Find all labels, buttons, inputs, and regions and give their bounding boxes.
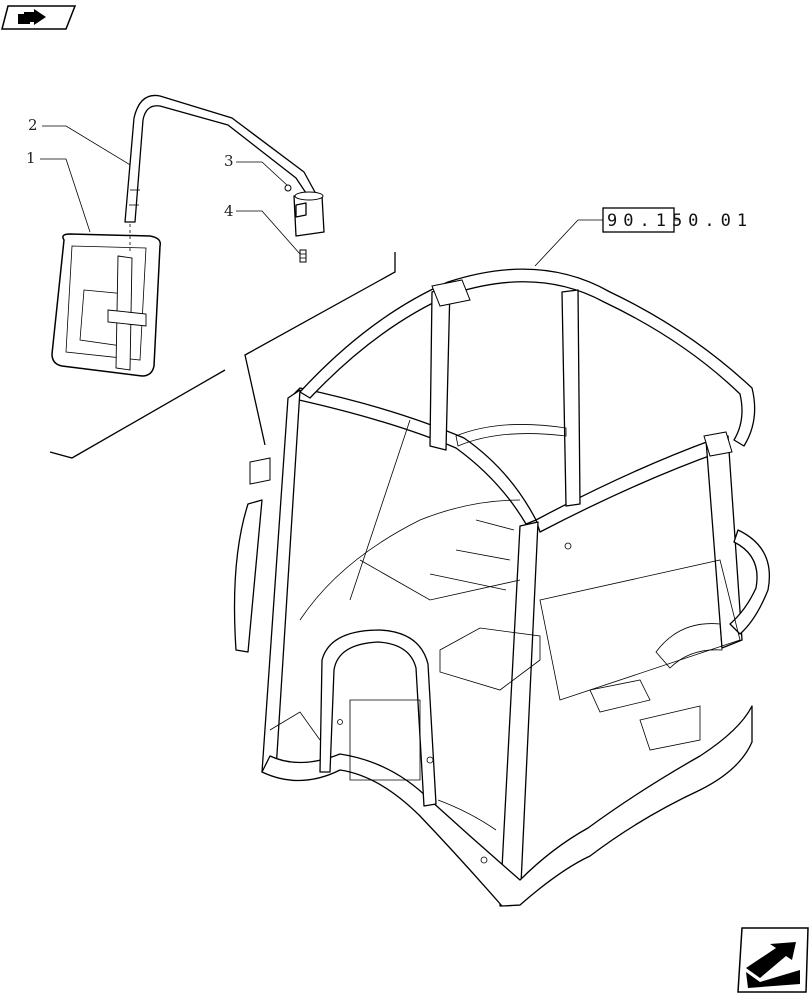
callout-labels: 1 2 3 4 xyxy=(26,116,234,220)
callout-4: 4 xyxy=(224,202,234,220)
reference-box[interactable]: 90.150.01 xyxy=(602,207,753,233)
reference-code: 90.150.01 xyxy=(607,211,753,231)
book-arrow-icon[interactable] xyxy=(1,5,77,30)
mirror-clamp xyxy=(284,184,325,263)
callout-2: 2 xyxy=(28,116,38,134)
callout-3: 3 xyxy=(224,152,234,170)
cab-frame xyxy=(233,268,770,907)
mirror-head xyxy=(51,224,162,377)
next-page-arrow-icon[interactable] xyxy=(737,927,809,993)
callout-1: 1 xyxy=(26,149,36,167)
mirror-arm xyxy=(124,94,317,223)
exploded-view-lines xyxy=(49,252,396,459)
